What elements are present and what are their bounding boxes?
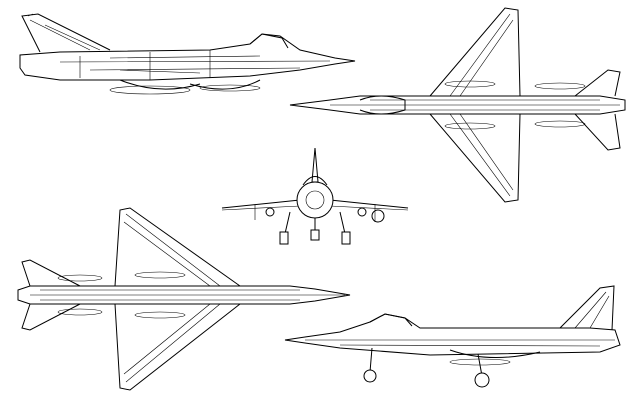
side-view-bottom [284,285,621,388]
top-view [289,7,626,203]
bottom-view [17,207,351,391]
front-view [221,147,409,245]
side-view-top [19,13,356,95]
